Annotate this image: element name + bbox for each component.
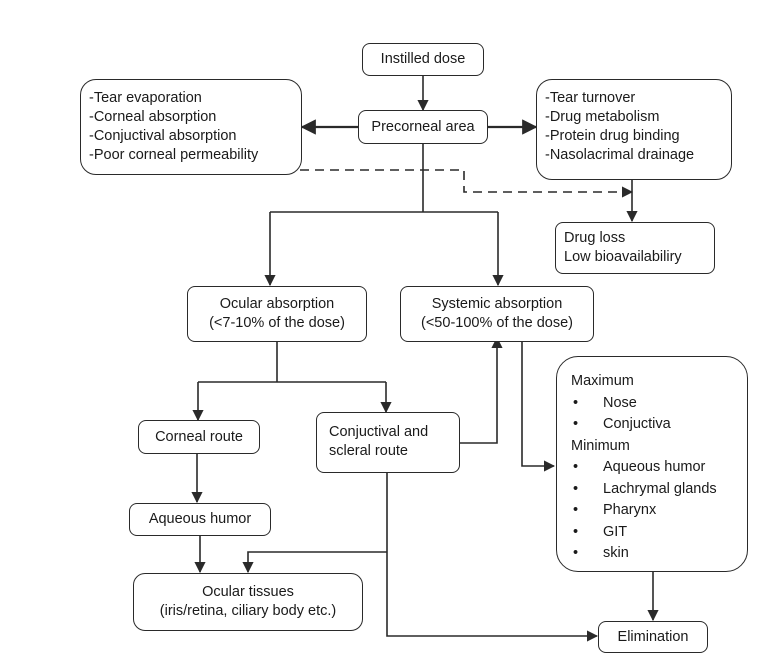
drug-loss-box: Drug loss Low bioavailabiliry: [555, 222, 715, 274]
ocular-absorption-fraction: (<7-10% of the dose): [209, 315, 345, 331]
removal-factor-item: -Tear turnover: [545, 90, 636, 106]
low-bioavailability-label: Low bioavailabiliry: [564, 249, 682, 265]
distribution-list-item: • Aqueous humor: [571, 457, 737, 479]
ocular-tissues-label: Ocular tissues: [202, 584, 294, 600]
distribution-list-item: • Nose: [571, 393, 737, 415]
elimination-label: Elimination: [617, 628, 689, 645]
aqueous-humor-box: Aqueous humor: [129, 503, 271, 536]
systemic-absorption-box: Systemic absorption (<50-100% of the dos…: [400, 286, 594, 342]
loss-factor-item: -Corneal absorption: [89, 109, 217, 125]
distribution-list-item: • GIT: [571, 522, 737, 544]
distribution-list-item: • Lachrymal glands: [571, 479, 737, 501]
ocular-tissues-box: Ocular tissues (iris/retina, ciliary bod…: [133, 573, 363, 631]
distribution-list-item: • skin: [571, 543, 737, 565]
bullet-glyph: •: [573, 459, 579, 475]
instilled-dose-box: Instilled dose: [362, 43, 484, 76]
precorneal-area-box: Precorneal area: [358, 110, 488, 144]
systemic-absorption-label: Systemic absorption: [431, 296, 563, 312]
instilled-dose-label: Instilled dose: [380, 51, 466, 67]
precorneal-area-label: Precorneal area: [371, 118, 475, 135]
drug-loss-label: Drug loss: [564, 230, 626, 246]
removal-factor-item: -Drug metabolism: [545, 109, 660, 125]
edge-precorneal-split: [270, 144, 498, 213]
bullet-glyph: •: [573, 480, 579, 497]
distribution-list-item: • Conjuctiva: [571, 414, 737, 436]
minimum-heading: Minimum: [571, 437, 630, 454]
distribution-site: GIT: [603, 523, 628, 540]
edge-systemic-to-distribution: [521, 342, 556, 472]
drug-removal-factors-box: -Tear turnover -Drug metabolism -Protein…: [536, 79, 732, 180]
edge-conjunctival-to-tissues-and-elimination: [386, 473, 599, 642]
bullet-glyph: •: [573, 523, 579, 540]
corneal-route-box: Corneal route: [138, 420, 260, 454]
distribution-site: Lachrymal glands: [603, 480, 717, 497]
distribution-site: Pharynx: [603, 502, 657, 518]
systemic-absorption-fraction: (<50-100% of the dose): [421, 315, 573, 331]
bullet-glyph: •: [573, 545, 579, 561]
distribution-list-item: • Pharynx: [571, 500, 737, 522]
removal-factor-item: -Nasolacrimal drainage: [545, 147, 695, 163]
bullet-glyph: •: [573, 502, 579, 518]
edge-left-factors-to-drug-loss-dashed: [300, 169, 634, 198]
distribution-site: skin: [603, 545, 629, 561]
bullet-glyph: •: [573, 416, 579, 432]
distribution-site: Conjuctiva: [603, 416, 671, 432]
aqueous-humor-label: Aqueous humor: [148, 511, 252, 527]
edge-conjunctival-to-systemic: [460, 336, 503, 444]
loss-factor-item: -Poor corneal permeability: [89, 147, 259, 163]
distribution-site: Nose: [603, 394, 637, 411]
bullet-glyph: •: [573, 394, 579, 411]
ocular-absorption-box: Ocular absorption (<7-10% of the dose): [187, 286, 367, 342]
distribution-site: Aqueous humor: [603, 459, 706, 475]
maximum-heading: Maximum: [571, 373, 634, 389]
edge-ocular-split: [198, 342, 386, 383]
ocular-tissues-detail: (iris/retina, ciliary body etc.): [159, 603, 337, 619]
removal-factor-item: -Protein drug binding: [545, 128, 680, 144]
edge-conjunctival-to-ocular-tissues: [242, 551, 387, 574]
conjunctival-route-label-line2: scleral route: [329, 443, 408, 459]
systemic-distribution-box: Maximum • Nose • Conjuctiva Minimum • Aqueo…: [556, 356, 748, 572]
elimination-box: Elimination: [598, 621, 708, 653]
conjunctival-route-label-line1: Conjuctival and: [329, 424, 429, 440]
loss-factor-item: -Conjuctival absorption: [89, 128, 237, 144]
loss-factor-item: -Tear evaporation: [89, 90, 202, 106]
ocular-absorption-label: Ocular absorption: [219, 296, 335, 312]
corneal-route-label: Corneal route: [155, 428, 243, 445]
precorneal-loss-factors-box: -Tear evaporation -Corneal absorption -C…: [80, 79, 302, 175]
conjunctival-route-box: Conjuctival and scleral route: [316, 412, 460, 473]
